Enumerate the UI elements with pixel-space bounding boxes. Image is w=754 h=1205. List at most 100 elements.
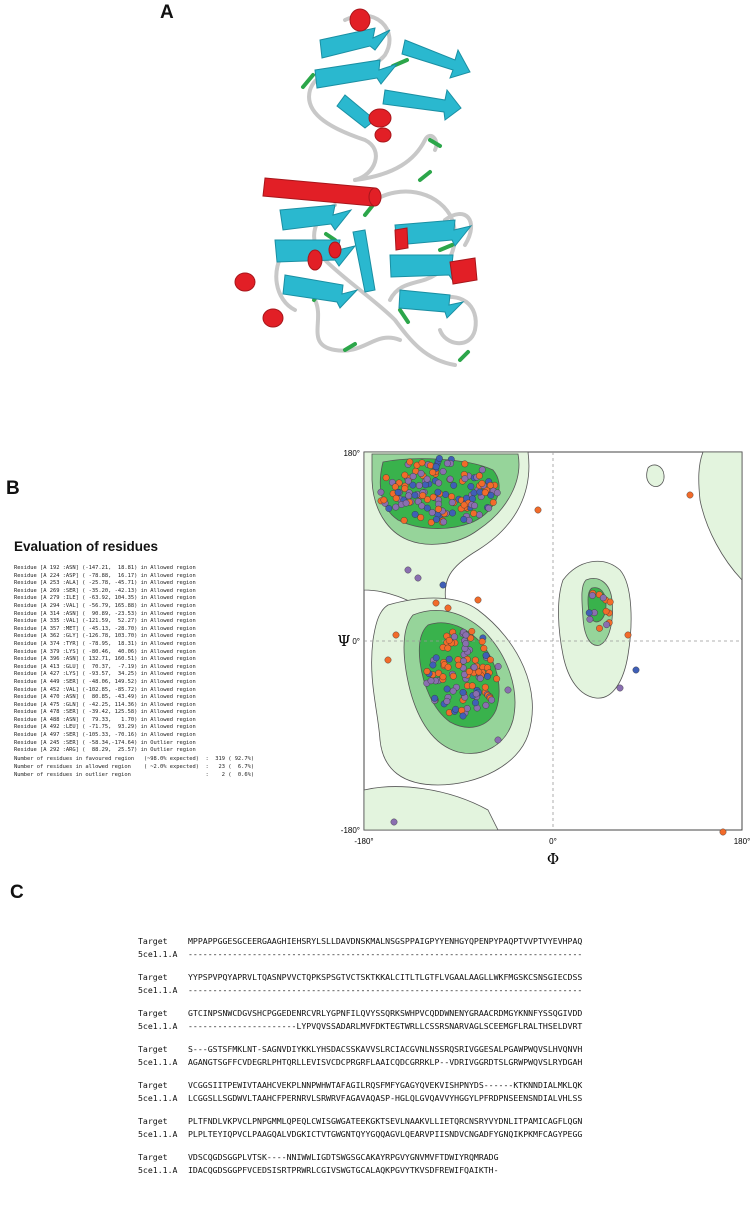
evaluation-row: Residue [A 192 :ASN] (-147.21, 18.81) in… (14, 565, 196, 571)
residue-point (432, 599, 440, 607)
evaluation-row: Residue [A 279 :ILE] ( -63.92, 104.35) i… (14, 595, 196, 602)
residue-point (439, 673, 447, 681)
evaluation-row: Residue [A 374 :TYR] ( -78.95, 18.31) in… (14, 640, 196, 647)
residue-point (440, 518, 448, 526)
evaluation-row: Residue [A 314 :ASN] ( 90.89, -23.53) in… (14, 610, 196, 617)
evaluation-row: Residue [A 475 :GLN] ( -42.25, 114.36) i… (14, 701, 196, 708)
evaluation-row: Residue [A 497 :SER] (-105.33, -70.16) i… (14, 732, 196, 739)
residue-point (405, 492, 413, 500)
residue-point (494, 663, 502, 670)
residue-point (435, 505, 442, 513)
residue-point (451, 633, 458, 641)
residue-points (377, 454, 727, 836)
residue-point (429, 493, 437, 501)
alignment-row-sequence: AGANGTSGFFCVDEGRLPHTQRLLEVISVCDCPRGRFLAA… (188, 1057, 583, 1067)
evaluation-row: Residue [A 253 :ALA] ( -25.78, -45.71) i… (14, 580, 196, 587)
alignment-row-label: Target (138, 972, 168, 982)
alignment-block: Target VDSCQGDSGGPLVTSK----NNIWWLIGDTSWGS… (138, 1151, 738, 1177)
evaluation-row: Residue [A 492 :LEU] ( -71.75, 93.29) in… (14, 724, 196, 731)
residue-point (444, 604, 452, 612)
residue-point (462, 640, 470, 648)
residue-point (382, 474, 390, 482)
residue-point (478, 638, 486, 646)
x-tick-mid: 0° (549, 837, 557, 846)
residue-point (471, 502, 478, 509)
residue-point (445, 655, 453, 663)
evaluation-title: Evaluation of residues (14, 539, 159, 554)
residue-point (436, 454, 443, 462)
residue-point (433, 516, 440, 523)
residue-point (452, 705, 460, 713)
residue-point (475, 511, 483, 519)
residue-point (468, 682, 476, 690)
residue-point (435, 479, 443, 487)
evaluation-row: Residue [A 427 :LYS] ( -93.57, 34.25) in… (14, 671, 196, 678)
evaluation-row: Residue [A 269 :SER] ( -35.20, -42.13) i… (14, 587, 196, 594)
residue-point (417, 514, 425, 521)
residue-point (470, 510, 478, 517)
residue-point (487, 491, 495, 499)
residue-point (487, 656, 494, 664)
alignment-row-sequence: YYPSPVPQYAPRVLTQASNPVVCTQPKSPSGTVCTSKTKK… (188, 972, 583, 982)
alignment-row-label: Target (138, 1152, 168, 1162)
residue-point (400, 517, 408, 524)
residue-point (494, 736, 502, 744)
residue-point (470, 489, 478, 497)
residue-point (380, 496, 388, 504)
alignment-row: 5ce1.1.A----------------------LYPVQVSSAD… (138, 1020, 738, 1033)
residue-point (719, 828, 727, 836)
evaluation-summary-row: Number of residues in allowed region ( ~… (14, 763, 255, 770)
residue-point (602, 607, 610, 615)
residue-point (450, 482, 458, 489)
residue-point (482, 652, 490, 659)
residue-point (422, 481, 429, 489)
y-tick-bottom: -180° (341, 826, 360, 835)
allowed-region-top-right (698, 452, 742, 581)
residue-point (427, 462, 434, 469)
residue-point (409, 481, 417, 489)
residue-point (449, 672, 457, 680)
panel-label-b: B (6, 478, 20, 499)
residue-point (471, 656, 479, 664)
core-region-alpha (418, 622, 500, 728)
alignment-row-sequence: ----------------------------------------… (188, 949, 583, 959)
residue-point (443, 685, 451, 693)
residue-point (377, 488, 385, 496)
allowed-region-mid-right (646, 464, 665, 487)
x-tick-max: 180° (734, 837, 751, 846)
evaluation-row: Residue [A 362 :GLY] (-126.78, 103.70) i… (14, 633, 196, 640)
residue-point (404, 477, 412, 485)
residue-point (460, 501, 468, 509)
residue-point (449, 509, 456, 517)
alignment-row-sequence: LCGGSLLSGDWVLTAAHCFPERNRVLSRWRVFAGAVAQAS… (188, 1093, 583, 1103)
evaluation-list: Residue [A 192 :ASN] (-147.21, 18.81) in… (14, 565, 314, 779)
residue-point (384, 656, 392, 664)
residue-point (606, 598, 614, 606)
residue-point (462, 631, 470, 639)
alignment-row-sequence: VDSCQGDSGGPLVTSK----NNIWWLIGDTSWGSGCAKAY… (188, 1152, 499, 1162)
residue-point (459, 712, 467, 720)
y-axis-label: Ψ (337, 632, 350, 650)
residue-point (484, 672, 491, 680)
residue-point (534, 506, 542, 514)
residue-point (392, 503, 400, 511)
alignment-row-sequence: S---GSTSFMKLNT-SAGNVDIYKKLYHSDACSSKAVVSL… (188, 1044, 583, 1054)
y-tick-mid: 0° (352, 637, 360, 646)
residue-point (458, 706, 466, 714)
residue-point (489, 499, 497, 506)
evaluation-summary-row: Number of residues in favoured region (~… (14, 755, 255, 762)
residue-point (481, 489, 489, 496)
residue-point (482, 701, 490, 709)
residue-point (427, 519, 435, 526)
residue-point (475, 472, 483, 480)
evaluation-row: Residue [A 452 :VAL] (-102.85, -85.72) i… (14, 686, 196, 693)
residue-point (624, 631, 632, 639)
